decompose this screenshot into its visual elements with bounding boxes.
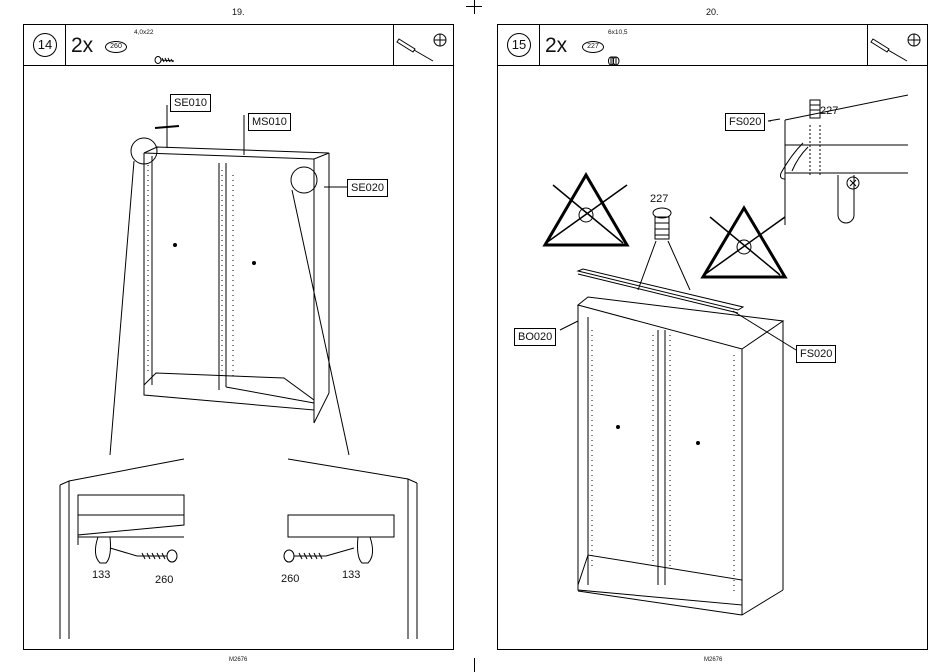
part-260-right: 260 [281, 573, 299, 586]
footer-code-left: M2676 [229, 657, 247, 663]
cabinet-diagram-15 [498, 25, 929, 651]
crop-mark-bottom [474, 658, 475, 672]
page-number-left: 19. [232, 7, 245, 17]
label-se010: SE010 [170, 94, 211, 112]
part-227-detail: 227 [820, 105, 838, 118]
part-260-left: 260 [155, 574, 173, 587]
footer-code-right: M2676 [704, 657, 722, 663]
crop-mark-top-h [466, 6, 482, 7]
label-fs020-detail: FS020 [725, 113, 765, 131]
step-panel-14: 14 2x 260 4,0x22 [23, 24, 454, 650]
part-133-left: 133 [92, 569, 110, 582]
step-panel-15: 15 2x 227 6x10,5 [497, 24, 928, 650]
page-number-right: 20. [706, 7, 719, 17]
crop-mark-top [474, 0, 475, 14]
part-133-right: 133 [342, 569, 360, 582]
label-bo020: BO020 [514, 328, 556, 346]
cabinet-diagram-14 [24, 25, 455, 651]
part-227-main: 227 [650, 193, 668, 206]
label-se020: SE020 [347, 179, 388, 197]
label-ms010: MS010 [248, 113, 291, 131]
label-fs020: FS020 [796, 345, 836, 363]
